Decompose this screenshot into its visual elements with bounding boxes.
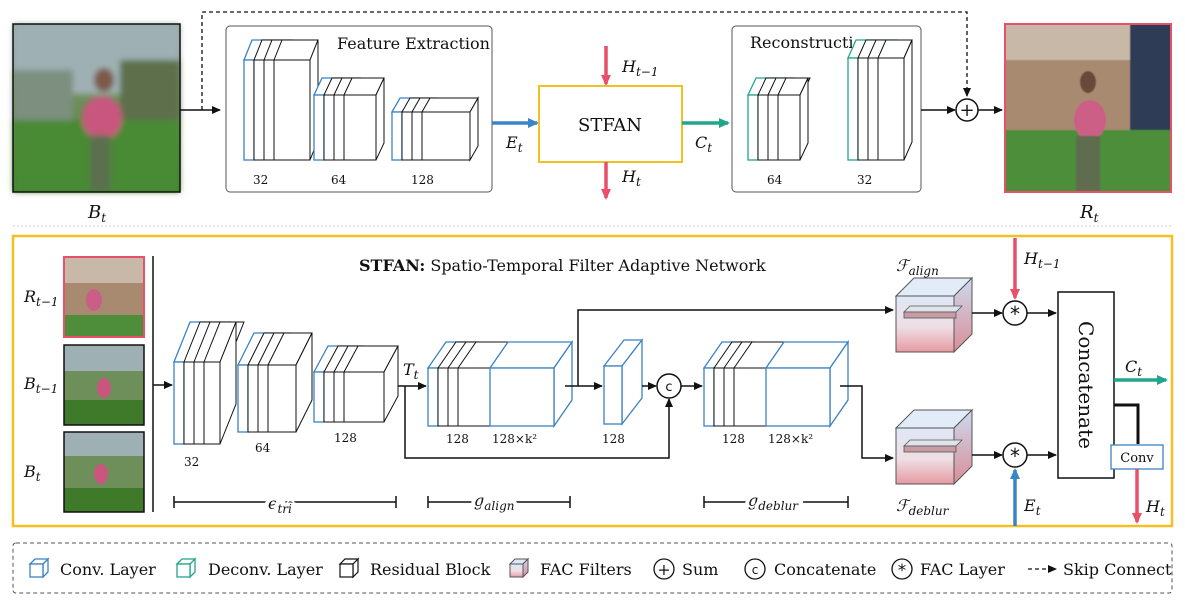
conv-label: Conv	[1120, 451, 1154, 466]
input-image-blurred	[12, 23, 181, 193]
fac-symbol-align: *	[1010, 302, 1020, 326]
brace-g-deblur	[703, 496, 849, 508]
fac-deblur-cube	[894, 408, 974, 486]
legend-sum-symbol: +	[657, 560, 670, 579]
deblur-channel-128: 128	[722, 432, 745, 446]
brace-g-align	[427, 496, 571, 508]
fe-stack-128	[390, 96, 479, 162]
legend-sum: Sum	[682, 560, 718, 579]
arrow-to-fac-align	[565, 306, 894, 387]
stfan-label: STFAN	[578, 115, 642, 136]
legend-skip: Skip Connect	[1063, 560, 1172, 579]
legend-fac-layer: FAC Layer	[920, 560, 1005, 579]
recon-stack-64	[746, 77, 811, 161]
enc-stack-128	[312, 345, 399, 423]
recon-channel-32: 32	[857, 173, 872, 187]
legend-concat-icon	[744, 558, 766, 580]
label-g-align: galign	[474, 491, 515, 513]
recon-stack-32	[846, 39, 913, 161]
fac-symbol-deblur: *	[1010, 444, 1020, 468]
mid-channel: 128	[602, 432, 625, 446]
label-h-in-detail: Ht−1	[1023, 249, 1060, 271]
stfan-block	[538, 85, 683, 163]
path-to-conv	[1114, 403, 1140, 444]
mid-conv	[602, 338, 644, 426]
legend-concat-symbol: c	[752, 563, 759, 577]
thumb-b-curr	[63, 431, 145, 513]
deblur-stack	[702, 339, 850, 429]
enc-channel-64: 64	[255, 441, 271, 455]
enc-channel-32: 32	[184, 455, 199, 469]
label-fac-align: ℱalign	[896, 256, 939, 278]
label-c-top: Ct	[695, 133, 712, 155]
enc-stack-64	[236, 332, 313, 433]
thumb-label-r-prev: Rt−1	[23, 287, 59, 309]
brace-e-tri	[173, 496, 397, 508]
legend-deconv-icon	[175, 557, 197, 579]
fe-stack-64	[312, 77, 385, 161]
legend-fac-filters: FAC Filters	[540, 560, 632, 579]
enc-stack-32	[173, 321, 245, 445]
label-e-tri: etri	[268, 494, 292, 516]
deblur-channel-128k2: 128×k²	[768, 432, 813, 446]
label-c-out: Ct	[1125, 357, 1142, 379]
feature-extraction-title: Feature Extraction	[337, 34, 490, 53]
stfan-detail-box	[11, 234, 1174, 528]
thumb-label-b-curr: Bt	[23, 462, 41, 484]
legend-fac-layer-icon	[891, 558, 913, 580]
output-image-sharp	[1004, 23, 1172, 193]
label-h-in-top: Ht−1	[621, 57, 658, 79]
align-channel-128: 128	[446, 432, 469, 446]
fac-align-cube	[894, 276, 974, 354]
concatenate-label: Concatenate	[1074, 321, 1098, 449]
thumb-label-b-prev: Bt−1	[23, 374, 58, 396]
arrow-t-to-concat	[404, 386, 673, 459]
legend-residual: Residual Block	[370, 560, 491, 579]
fe-stack-32	[243, 39, 319, 161]
label-e-in-detail: Et	[1023, 496, 1041, 518]
output-label: Rt	[1079, 202, 1099, 225]
label-h-out-top: Ht	[621, 167, 641, 189]
thumb-r-prev	[63, 256, 145, 338]
concatenate-block	[1057, 291, 1115, 479]
enc-channel-128: 128	[334, 431, 357, 445]
label-e-top: Et	[505, 133, 523, 155]
legend-fac-layer-symbol: *	[898, 561, 907, 581]
input-label: Bt	[87, 202, 106, 225]
label-g-deblur: gdeblur	[748, 491, 799, 513]
legend-fac-filters-icon	[508, 557, 530, 579]
legend-box	[12, 542, 1173, 594]
legend-residual-icon	[338, 557, 360, 579]
legend-sum-icon	[653, 558, 675, 580]
concat-symbol: c	[665, 380, 672, 395]
legend-deconv: Deconv. Layer	[208, 560, 323, 579]
reconstruction-title: Reconstruction	[750, 33, 873, 52]
recon-channel-64: 64	[767, 173, 783, 187]
label-t: Tt	[403, 360, 419, 382]
thumb-b-prev	[63, 344, 145, 426]
legend-conv: Conv. Layer	[60, 560, 156, 579]
fe-channel-32: 32	[253, 173, 268, 187]
legend-conv-icon	[28, 557, 50, 579]
label-h-out-detail: Ht	[1145, 497, 1165, 519]
legend-concat: Concatenate	[774, 560, 876, 579]
label-fac-deblur: ℱdeblur	[896, 496, 950, 518]
skip-connection	[201, 11, 971, 110]
arrow-to-fac-deblur	[840, 385, 894, 462]
fe-channel-64: 64	[331, 173, 347, 187]
fe-channel-128: 128	[411, 173, 434, 187]
align-stack	[426, 339, 574, 429]
sum-symbol: +	[959, 100, 974, 121]
stfan-title: STFAN: Spatio-Temporal Filter Adaptive N…	[359, 256, 766, 275]
align-channel-128k2: 128×k²	[492, 432, 537, 446]
